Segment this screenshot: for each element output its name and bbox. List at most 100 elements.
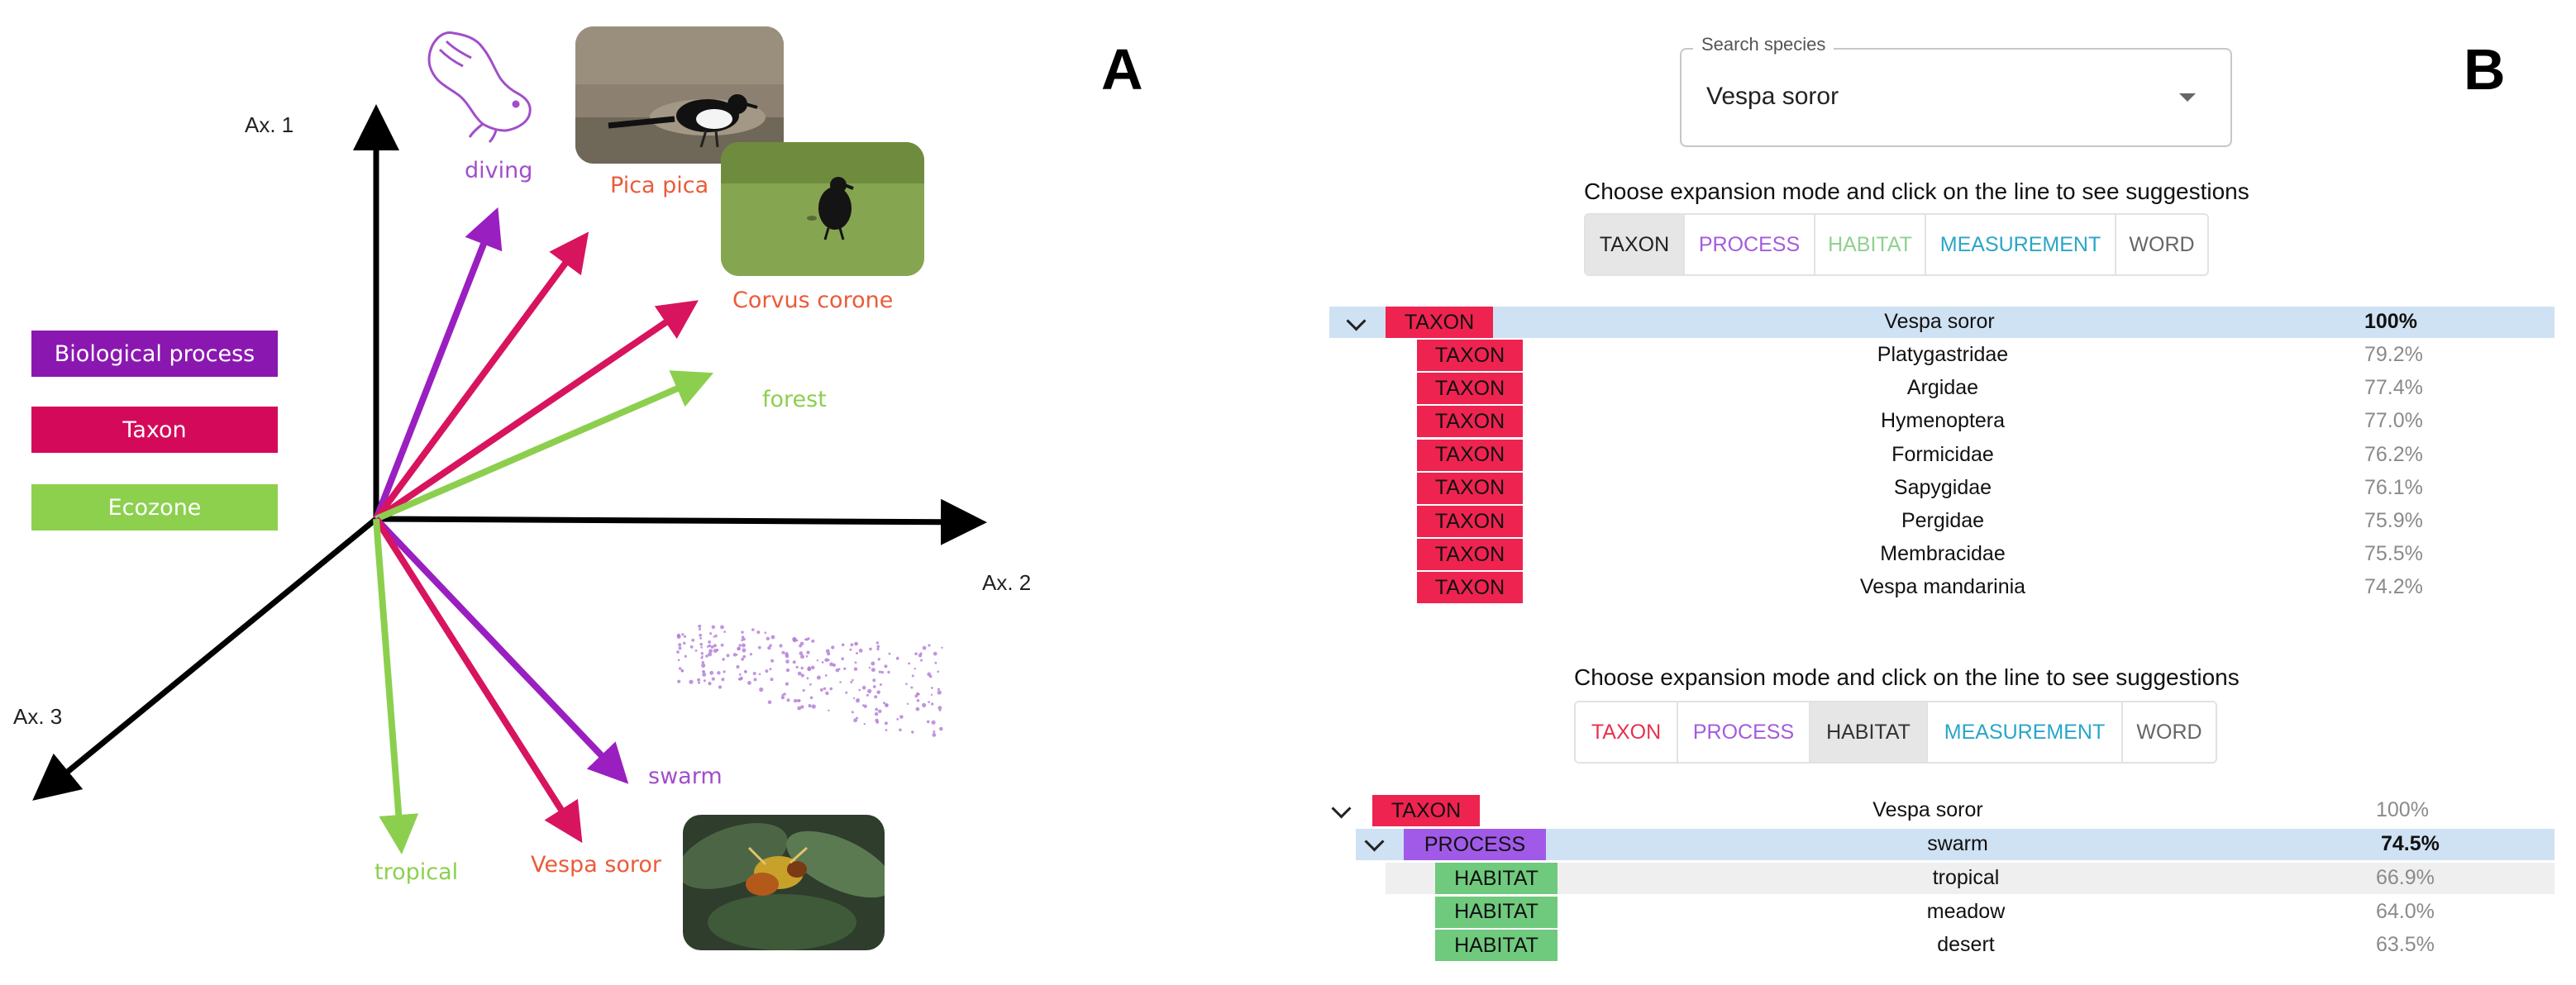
mode-taxon-button[interactable]: TAXON (1586, 215, 1685, 274)
swarm-dot (800, 666, 804, 670)
chevron-down-icon[interactable] (1331, 798, 1352, 819)
mode-habitat-button[interactable]: HABITAT (1815, 215, 1926, 274)
swarm-dot (908, 662, 911, 665)
row-score: 64.0% (2376, 899, 2435, 923)
swarm-dot (699, 637, 702, 640)
row-name: desert (1937, 933, 1995, 956)
swarm-dot (831, 645, 835, 650)
row-score: 77.0% (2364, 409, 2423, 433)
swarm-dot (800, 673, 804, 678)
swarm-dot (880, 670, 885, 674)
swarm-dot (914, 652, 918, 655)
mode-measurement-button[interactable]: MEASUREMENT (1928, 702, 2123, 762)
swarm-dot (732, 653, 737, 657)
swarm-dot (753, 678, 757, 682)
row-score: 77.4% (2364, 376, 2423, 400)
swarm-dot (816, 675, 821, 680)
swarm-dot (713, 644, 718, 648)
swarm-dot (872, 678, 876, 683)
swarm-dot (757, 645, 761, 650)
mode-process-button[interactable]: PROCESS (1685, 215, 1815, 274)
swarm-dot (827, 659, 830, 662)
mode-taxon-button[interactable]: TAXON (1576, 702, 1678, 762)
swarm-dot (676, 635, 681, 639)
tag-habitat: HABITAT (1435, 896, 1558, 928)
swarm-dot (708, 640, 711, 644)
swarm-dot (850, 680, 853, 683)
mode-measurement-button[interactable]: MEASUREMENT (1926, 215, 2116, 274)
swarm-dot (808, 704, 812, 708)
swarm-dot (797, 671, 802, 676)
swarm-dot (932, 733, 937, 737)
swarm-dot (931, 720, 936, 725)
swarm-dot (922, 702, 927, 708)
table-row-selected[interactable] (1329, 307, 2555, 338)
legend-ecozone: Ecozone (31, 484, 278, 531)
table-row-selected[interactable] (1356, 829, 2555, 860)
swarm-dot (723, 670, 726, 673)
swarm-dot (888, 652, 891, 655)
row-name: tropical (1932, 866, 2000, 889)
swarm-dot (906, 702, 909, 705)
row-name: Pergidae (1901, 509, 1985, 532)
legend-biological-process: Biological process (31, 331, 278, 377)
swarm-dot (783, 692, 786, 696)
swarm-dot (716, 649, 719, 652)
swarm-dot (806, 650, 810, 654)
swarm-dot (770, 678, 774, 682)
diving-bird-icon (427, 31, 532, 144)
swarm-dot (823, 687, 827, 690)
swarm-dot (933, 730, 936, 733)
swarm-dot (858, 688, 861, 692)
swarm-dot (872, 685, 876, 688)
species-search-select[interactable] (1680, 48, 2232, 147)
swarm-dot (722, 658, 725, 661)
swarm-dot (714, 634, 718, 638)
swarm-dot (742, 637, 746, 641)
legend-taxon: Taxon (31, 407, 278, 453)
swarm-dot (916, 699, 920, 702)
table-row-hover[interactable] (1386, 863, 2555, 894)
vector-diving (373, 207, 503, 521)
mode-word-button[interactable]: WORD (2116, 215, 2207, 274)
swarm-dot (824, 674, 828, 677)
swarm-dot (911, 730, 914, 734)
mode-habitat-button[interactable]: HABITAT (1810, 702, 1928, 762)
swarm-dot (698, 681, 700, 684)
vector-forest (374, 370, 714, 522)
tag-taxon: TAXON (1417, 506, 1523, 537)
swarm-dot (792, 660, 796, 664)
row-score: 100% (2364, 310, 2417, 333)
swarm-dot (896, 718, 899, 721)
swarm-dot (689, 679, 694, 684)
axis-2-label: Ax. 2 (982, 570, 1031, 595)
swarm-dot (808, 668, 811, 671)
tag-taxon: TAXON (1417, 539, 1523, 571)
swarm-dot (927, 672, 932, 677)
swarm-dot (887, 670, 890, 674)
swarm-dot (766, 636, 770, 640)
row-name: meadow (1926, 899, 2006, 923)
swarm-dots (676, 624, 943, 737)
swarm-dot (741, 630, 744, 634)
row-score: 66.9% (2376, 866, 2435, 889)
swarm-dot (937, 690, 942, 695)
mode-process-button[interactable]: PROCESS (1678, 702, 1810, 762)
swarm-dot (804, 638, 807, 641)
swarm-dot (759, 687, 764, 692)
swarm-dot (918, 654, 923, 658)
label-pica-pica: Pica pica (610, 173, 708, 198)
swarm-dot (799, 651, 804, 655)
swarm-dot (701, 655, 704, 658)
label-swarm: swarm (648, 764, 723, 789)
tag-process: PROCESS (1404, 829, 1546, 860)
swarm-dot (811, 639, 815, 643)
swarm-dot (917, 692, 920, 696)
search-value[interactable]: Vespa soror (1706, 83, 1839, 110)
swarm-dot (726, 654, 730, 658)
swarm-dot (701, 661, 704, 664)
mode-word-button[interactable]: WORD (2123, 702, 2216, 762)
chevron-down-icon[interactable] (2179, 93, 2196, 102)
swarm-dot (698, 624, 702, 628)
swarm-dot (938, 709, 942, 711)
